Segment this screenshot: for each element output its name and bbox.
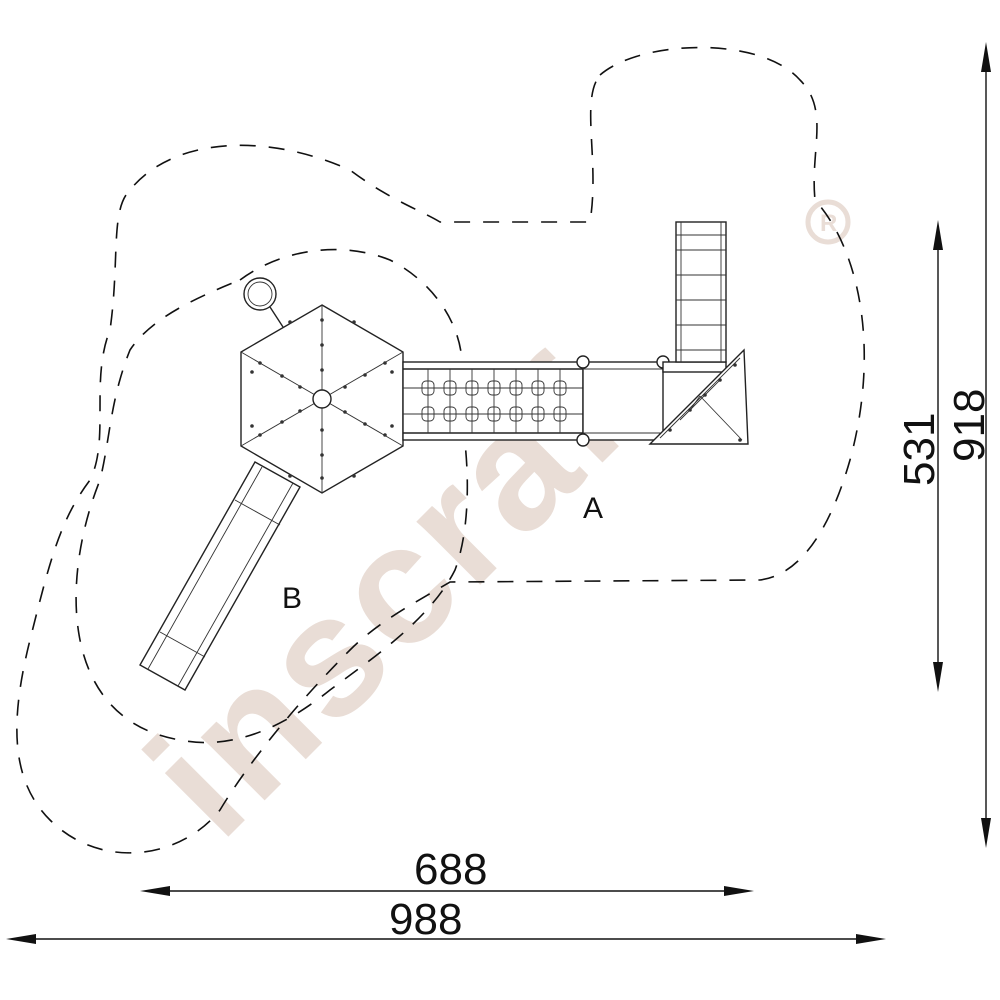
slide [139, 461, 301, 691]
triangular-climbing-ramp [648, 348, 749, 445]
ladder [675, 221, 727, 363]
outer-width-dimension: 988 [6, 895, 886, 944]
safety-zone-outer [16, 46, 865, 854]
hanging-ring [243, 277, 284, 328]
hexagonal-roof-tower [240, 304, 404, 494]
zone-label-a: A [583, 492, 603, 525]
outer-width-label: 988 [389, 895, 462, 944]
inner-depth-dimension: 531 [895, 220, 944, 692]
post-cap [576, 433, 590, 447]
bridge-links [421, 380, 567, 422]
inner-width-dimension: 688 [140, 845, 754, 896]
bridge [402, 361, 584, 441]
inner-depth-label: 531 [895, 413, 944, 486]
zone-label-b: B [282, 582, 302, 615]
bridge-planks [427, 369, 561, 433]
square-platform [576, 355, 727, 447]
roof-bolts [250, 318, 394, 480]
outer-depth-dimension: 918 [945, 42, 994, 848]
inner-width-label: 688 [414, 845, 487, 894]
registered-mark-circle [805, 199, 851, 245]
outer-depth-label: 918 [945, 389, 994, 462]
safety-zone-inner [75, 248, 469, 744]
registered-mark-letter: R [820, 210, 837, 237]
roof-peak-cap [312, 389, 332, 409]
post-cap [576, 355, 590, 369]
